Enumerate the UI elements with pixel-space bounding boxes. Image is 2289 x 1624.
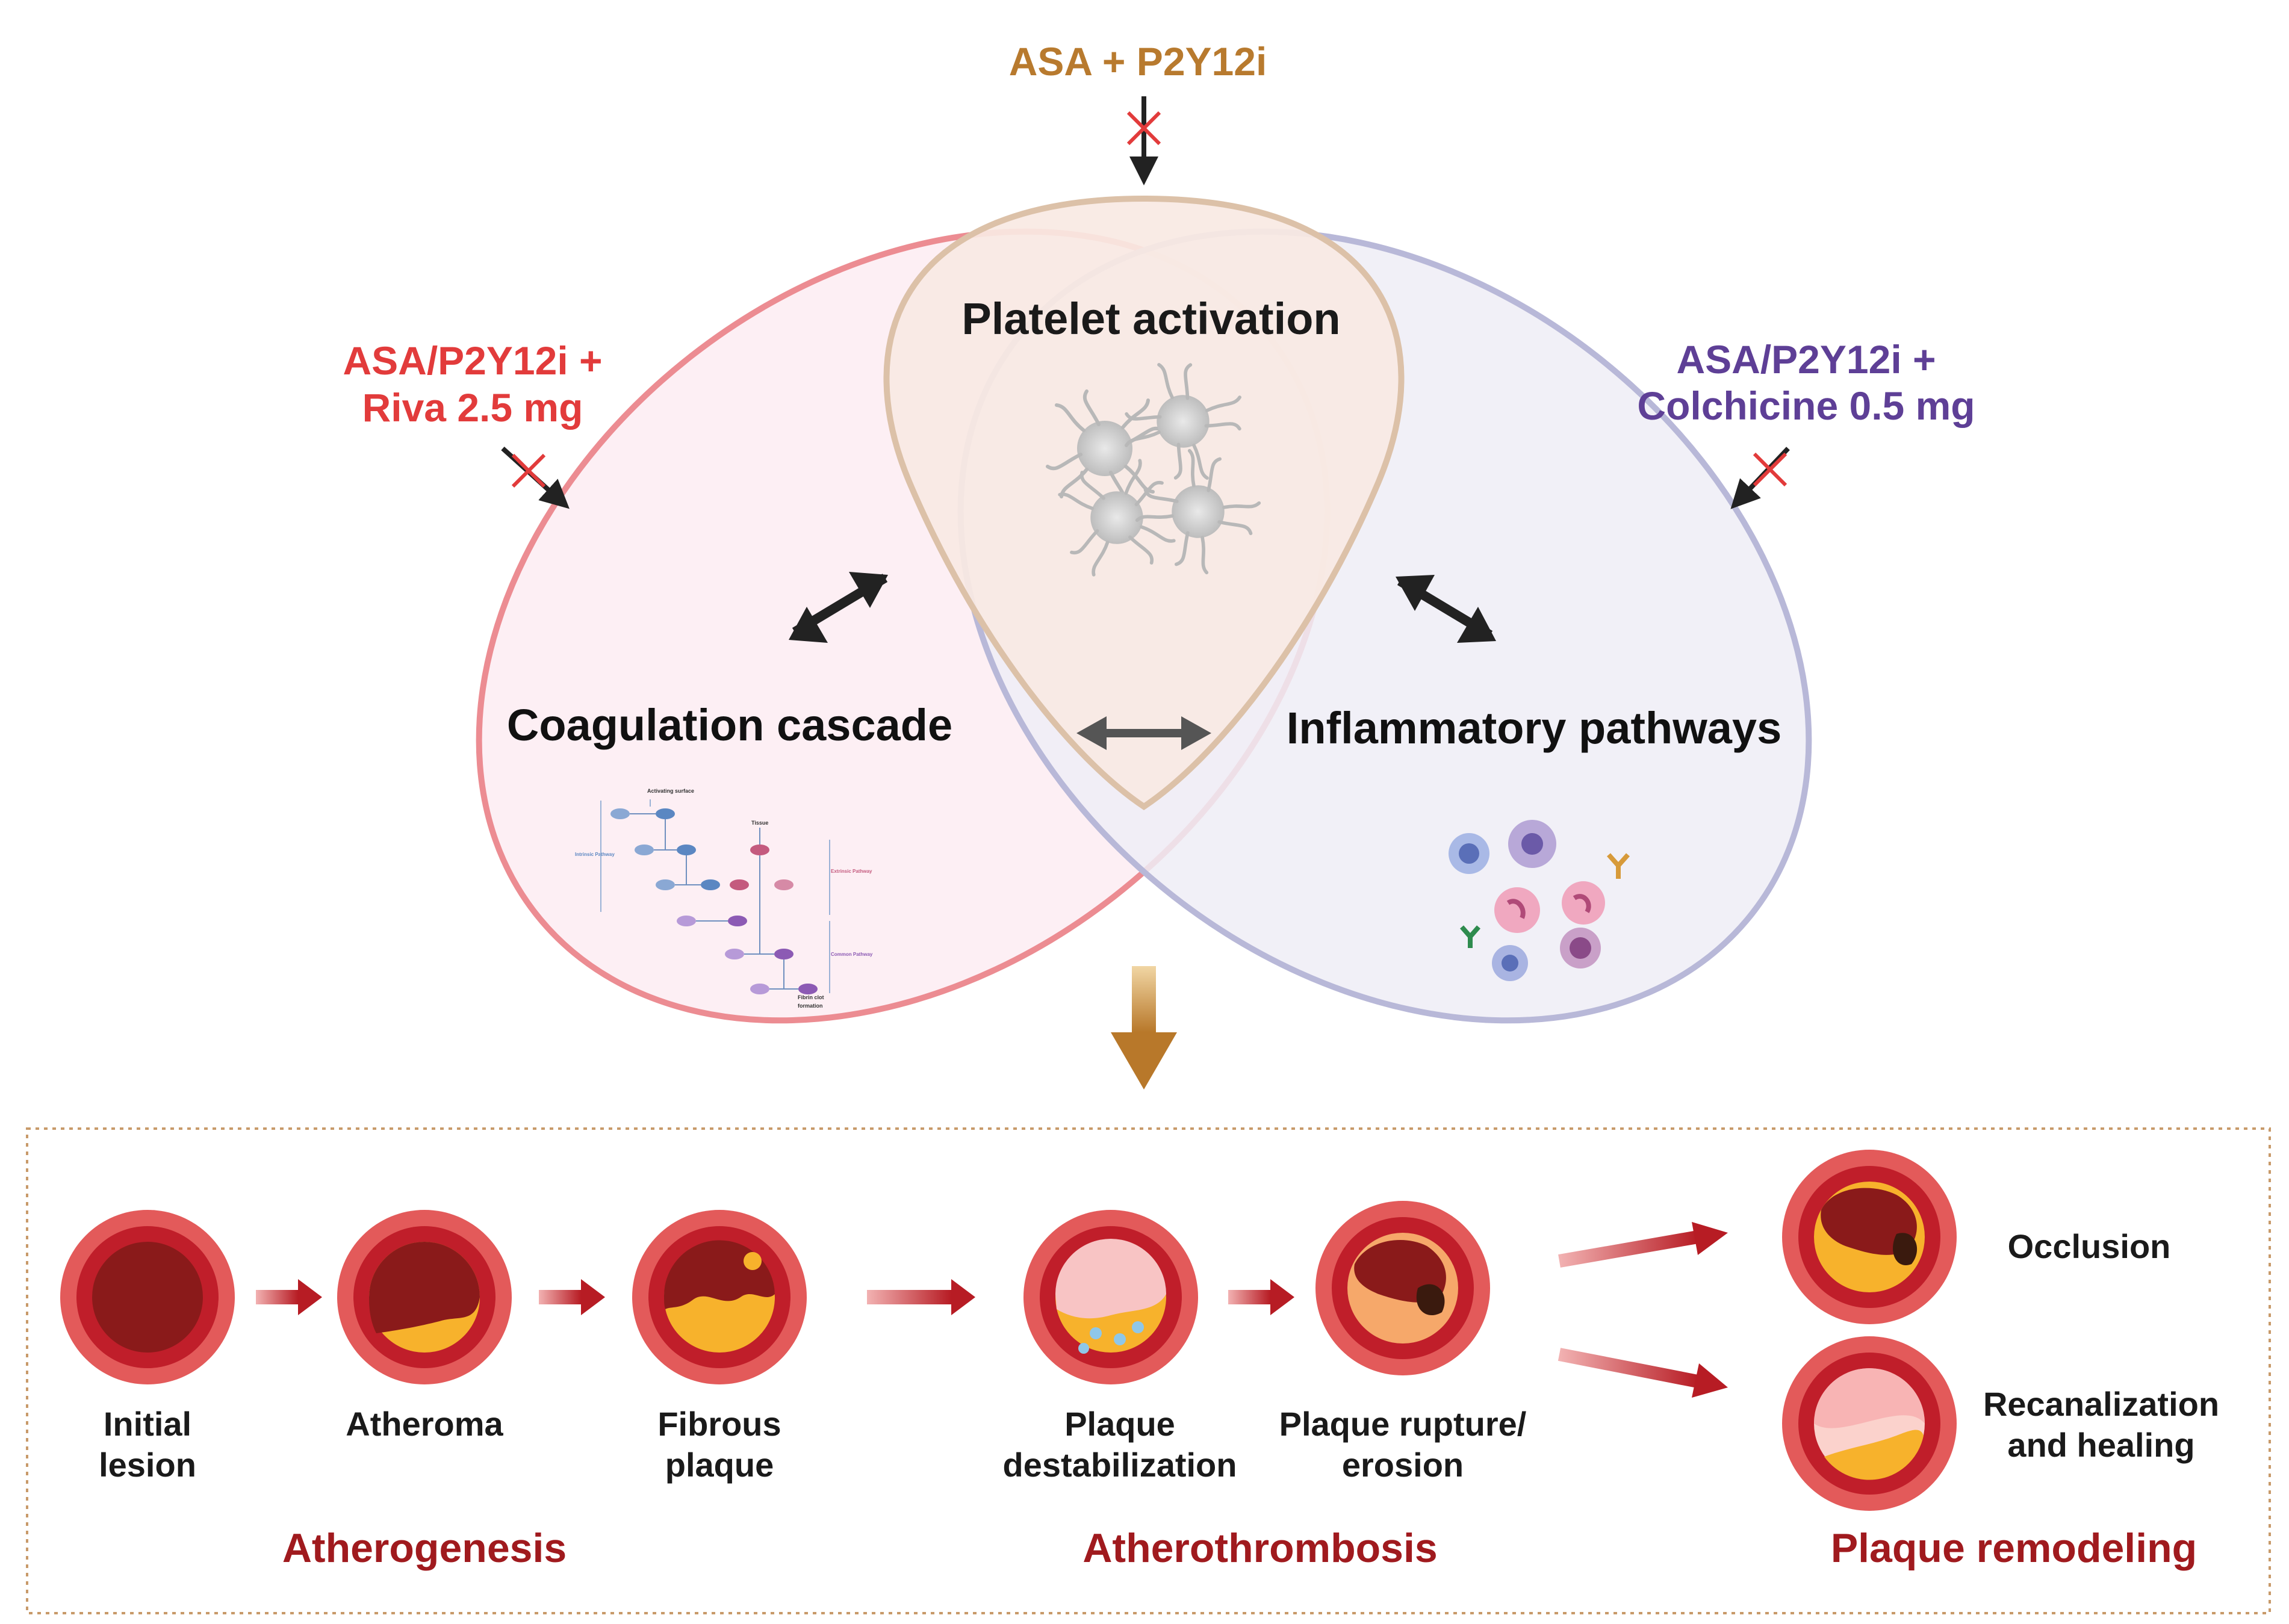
stage-label-initial-1: Initial (104, 1405, 191, 1443)
inflammatory-pathways-title: Inflammatory pathways (1287, 703, 1781, 753)
stage-label-destab-2: destabilization (1003, 1446, 1237, 1484)
coag-mini-title: Activating surface (647, 788, 694, 794)
coag-mini-fibrin2: formation (798, 1003, 823, 1009)
stage-arrow (539, 1279, 605, 1315)
coag-mini-common: Common Pathway (831, 952, 873, 957)
therapy-right-line2: Colchicine 0.5 mg (1637, 383, 1975, 428)
stage-label-rupture-2: erosion (1342, 1446, 1464, 1484)
platelet-coagulation-double-arrow (789, 572, 888, 643)
stage-arrow (867, 1279, 975, 1315)
phase-atherothrombosis: Atherothrombosis (1082, 1525, 1437, 1571)
progression-panel-border (26, 1127, 2271, 1614)
stage-label-destab-1: Plaque (1064, 1405, 1175, 1443)
coagulation-cascade-title: Coagulation cascade (507, 700, 952, 750)
coag-mini-tissue: Tissue (751, 820, 768, 826)
coag-mini-intrinsic: Intrinsic Pathway (575, 852, 615, 857)
stage-label-recanal-2: and healing (2007, 1426, 2194, 1464)
immune-cells-icon (1449, 820, 1630, 981)
coagulation-pathway-diagram-icon: Activating surface Tissue Intrinsic Path… (575, 788, 873, 1009)
stage-label-fibrous-1: Fibrous (657, 1405, 781, 1443)
coag-mini-fibrin1: Fibrin clot (798, 994, 824, 1000)
vessel-recanalization-icon (1782, 1336, 1957, 1511)
platelet-activation-title: Platelet activation (961, 294, 1340, 344)
stage-arrow-to-occlusion (1558, 1222, 1728, 1268)
vessel-plaque-rupture-icon (1315, 1201, 1490, 1375)
vessel-initial-lesion-icon (60, 1210, 235, 1384)
stage-label-occlusion: Occlusion (2008, 1227, 2171, 1265)
therapy-top-label: ASA + P2Y12i (1009, 39, 1267, 84)
big-down-arrow (1111, 966, 1177, 1089)
therapy-left-line1: ASA/P2Y12i + (343, 338, 602, 383)
coag-mini-extrinsic: Extrinsic Pathway (831, 869, 872, 874)
red-cross-icon (1754, 454, 1786, 485)
stage-label-rupture-1: Plaque rupture/ (1279, 1405, 1527, 1443)
vessel-plaque-destabilization-icon (1023, 1210, 1198, 1384)
therapy-left-line2: Riva 2.5 mg (362, 385, 583, 430)
vessel-fibrous-plaque-icon (632, 1210, 807, 1384)
stage-label-recanal-1: Recanalization (1983, 1385, 2219, 1423)
right-inhibited-arrow (1730, 447, 1790, 509)
coagulation-inflammation-double-arrow (1076, 716, 1211, 750)
platelet-oval (883, 195, 1405, 811)
red-cross-icon (513, 455, 544, 486)
stage-arrow-to-recanalization (1558, 1348, 1728, 1398)
phase-atherogenesis: Atherogenesis (282, 1525, 567, 1571)
stage-arrow (1228, 1279, 1294, 1315)
left-inhibited-arrow (501, 447, 570, 509)
phase-plaque-remodeling: Plaque remodeling (1831, 1525, 2197, 1571)
stage-arrow (256, 1279, 322, 1315)
top-inhibited-arrow (1128, 96, 1160, 185)
vessel-occlusion-icon (1782, 1150, 1957, 1324)
stage-label-fibrous-2: plaque (665, 1446, 774, 1484)
therapy-right-line1: ASA/P2Y12i + (1676, 337, 1936, 382)
vessel-atheroma-icon (337, 1210, 512, 1384)
stage-label-initial-2: lesion (99, 1446, 196, 1484)
platelet-inflammation-double-arrow (1396, 575, 1496, 643)
stage-label-atheroma: Atheroma (346, 1405, 503, 1443)
